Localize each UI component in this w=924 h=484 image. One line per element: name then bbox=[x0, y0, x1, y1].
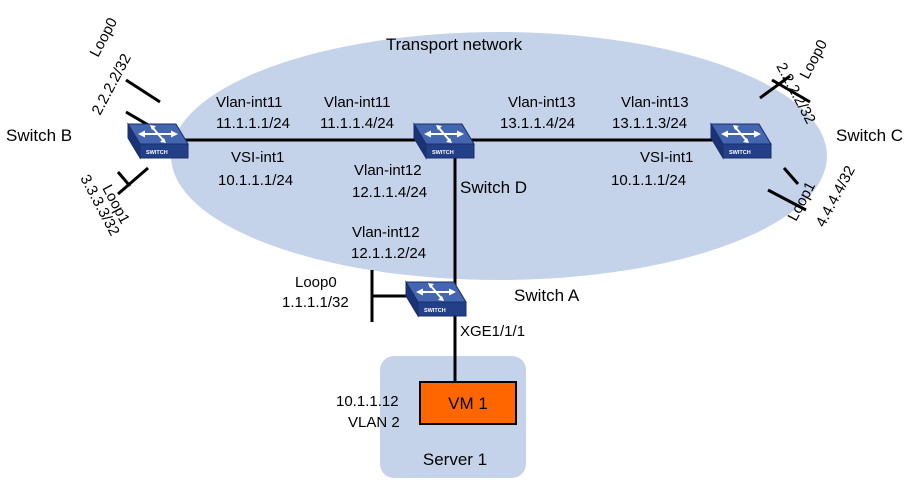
switch-d-if-to-a: Vlan-int12 bbox=[354, 162, 422, 179]
switch-a-icon: SWITCH bbox=[405, 281, 467, 317]
vm-1-label: VM 1 bbox=[448, 394, 488, 413]
switch-d-ip-to-a: 12.1.1.4/24 bbox=[352, 184, 427, 201]
switch-a-vlan-if: Vlan-int12 bbox=[352, 224, 420, 241]
switch-d-name: Switch D bbox=[460, 178, 527, 197]
svg-text:SWITCH: SWITCH bbox=[729, 150, 751, 156]
switch-d-icon: SWITCH bbox=[413, 123, 475, 159]
transport-network-cloud bbox=[171, 32, 827, 280]
switch-a-vlan-ip: 12.1.1.2/24 bbox=[351, 245, 426, 262]
switch-b-loop0-ip: 2.2.2.2/32 bbox=[89, 51, 135, 118]
svg-text:SWITCH: SWITCH bbox=[146, 150, 168, 156]
switch-a-port: XGE1/1/1 bbox=[460, 323, 525, 340]
switch-c-name: Switch C bbox=[836, 126, 903, 145]
switch-b-vlan-if: Vlan-int11 bbox=[216, 94, 282, 111]
svg-text:SWITCH: SWITCH bbox=[432, 150, 454, 156]
switch-d-ip-to-c: 13.1.1.4/24 bbox=[500, 115, 575, 132]
switch-c-vlan-if: Vlan-int13 bbox=[621, 94, 689, 111]
vm-ip: 10.1.1.12 bbox=[336, 393, 399, 410]
switch-c-loop0-link bbox=[759, 74, 791, 100]
switch-b-loop0-link bbox=[125, 78, 161, 104]
switch-b-vlan-ip: 11.1.1.1/24 bbox=[216, 115, 290, 132]
switch-b-vsi-if: VSI-int1 bbox=[231, 149, 284, 166]
vm-1-box bbox=[419, 381, 517, 425]
switch-b-loop0: Loop0 bbox=[87, 15, 122, 60]
switch-d-ip-to-b: 11.1.1.4/24 bbox=[320, 115, 394, 132]
switch-a-loop0: Loop0 bbox=[295, 274, 337, 291]
svg-text:SWITCH: SWITCH bbox=[424, 308, 446, 314]
switch-b-icon: SWITCH bbox=[127, 123, 189, 159]
switch-a-loop0-ip: 1.1.1.1/32 bbox=[282, 294, 349, 311]
server-name: Server 1 bbox=[423, 450, 487, 469]
switch-b-vsi-ip: 10.1.1.1/24 bbox=[218, 172, 293, 189]
switch-c-vsi-if: VSI-int1 bbox=[640, 149, 693, 166]
switch-d-if-to-b: Vlan-int11 bbox=[324, 94, 390, 111]
switch-c-vlan-ip: 13.1.1.3/24 bbox=[612, 115, 687, 132]
switch-c-loop1-link bbox=[767, 188, 807, 212]
switch-c-vsi-ip: 10.1.1.1/24 bbox=[611, 172, 686, 189]
switch-b-loop1-link bbox=[117, 166, 149, 196]
switch-c-loop0: Loop0 bbox=[797, 37, 832, 82]
network-title: Transport network bbox=[386, 35, 523, 54]
vm-vlan: VLAN 2 bbox=[348, 414, 400, 431]
switch-a-name: Switch A bbox=[514, 286, 580, 305]
switch-d-if-to-c: Vlan-int13 bbox=[508, 94, 576, 111]
switch-b-name: Switch B bbox=[6, 126, 72, 145]
switch-c-icon: SWITCH bbox=[710, 123, 772, 159]
